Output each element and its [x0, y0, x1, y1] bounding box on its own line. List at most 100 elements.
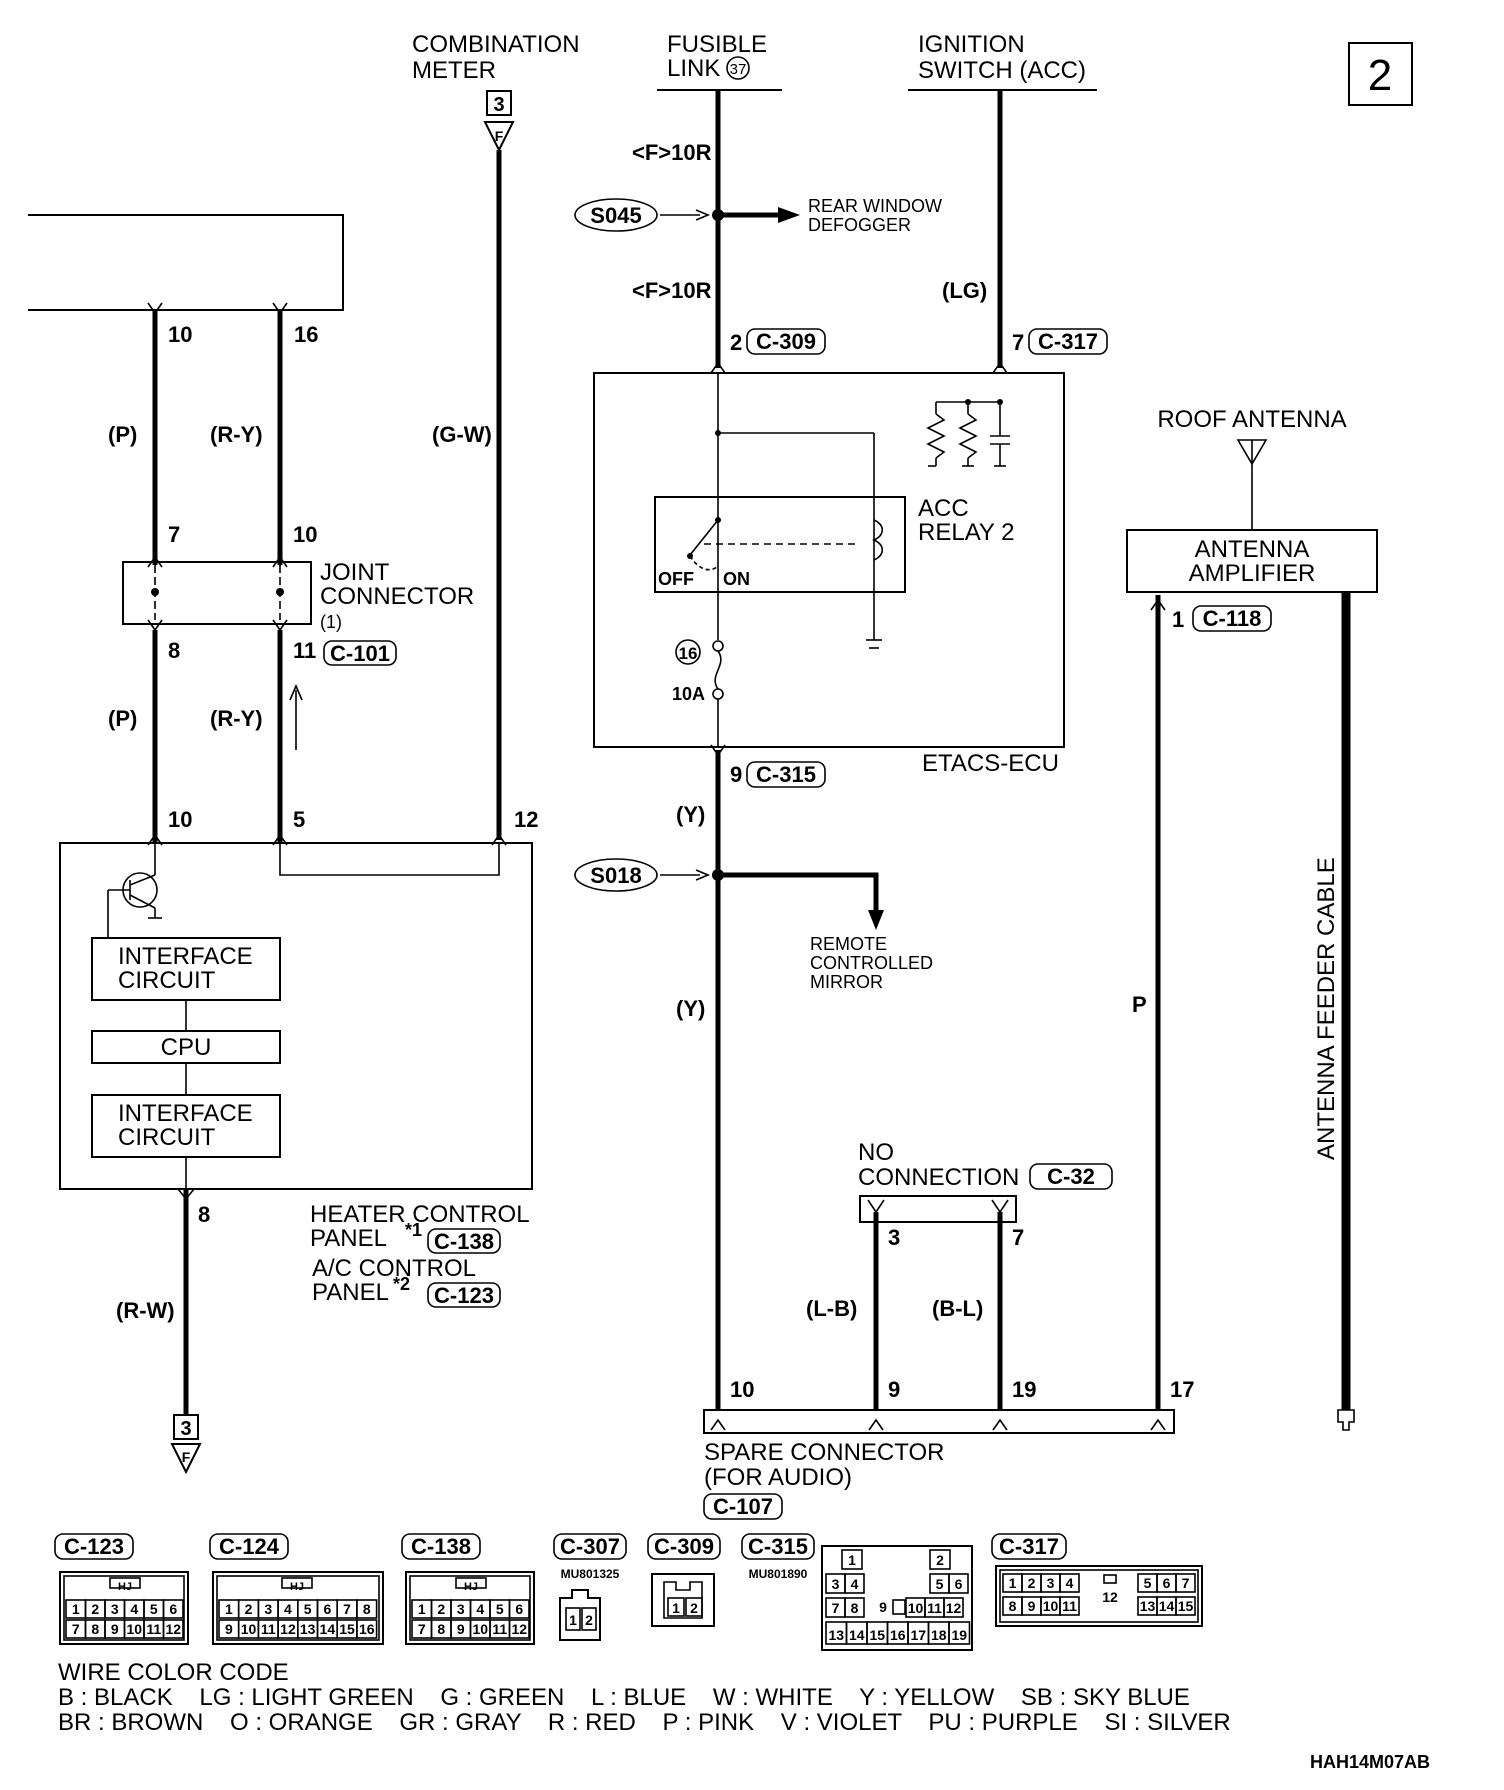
connector-pin-cell [844, 1597, 865, 1618]
conn-c317: C-317 [1038, 329, 1098, 354]
svg-text:11: 11 [293, 638, 316, 663]
ac-panel-label-1: A/C CONTROL [312, 1255, 476, 1282]
connector-pin-number: 8 [437, 1621, 445, 1637]
page-number-box [1348, 42, 1413, 106]
conn-c315: C-315 [756, 762, 816, 787]
connector-pin-cell [929, 1549, 951, 1570]
connector-pin-number: 8 [851, 1600, 859, 1616]
connector-pin-number: 11 [146, 1621, 161, 1637]
connector-pin-number: 11 [927, 1600, 942, 1616]
connector-pin-number: 1 [1009, 1575, 1017, 1591]
svg-text:HJ: HJ [118, 1581, 132, 1593]
fuse-number: 16 [679, 644, 698, 663]
connector-pin-number: 5 [1144, 1575, 1152, 1591]
connector-c307: C-307 MU801325 1 2 [553, 1533, 627, 1641]
svg-text:ANTENNA: ANTENNA [1195, 536, 1310, 563]
connector-pin-number: 13 [828, 1627, 844, 1643]
ac-panel-label-2: PANEL [312, 1279, 389, 1306]
connector-pin-cell [162, 1599, 184, 1619]
connector-pin-number: 1 [225, 1601, 233, 1617]
connector-pin-cell [1175, 1596, 1196, 1616]
connector-pin-number: 16 [890, 1627, 906, 1643]
svg-text:CIRCUIT: CIRCUIT [118, 1124, 216, 1151]
connector-pin-cell [508, 1619, 530, 1639]
relay-off-label: OFF [658, 569, 694, 589]
fuse-16 [714, 650, 722, 690]
connector-pin-number: 10 [241, 1621, 257, 1637]
connector-pin-number: 8 [363, 1601, 371, 1617]
connector-pin-number: 4 [476, 1601, 484, 1617]
conn-c138: C-138 [434, 1229, 494, 1254]
connector-pin-number: 15 [339, 1621, 355, 1637]
spare-connector-label-2: (FOR AUDIO) [704, 1464, 852, 1491]
connector-pin-number: 12 [946, 1600, 962, 1616]
remote-mirror-3: MIRROR [810, 972, 883, 992]
connector-pin-number: 5 [304, 1601, 312, 1617]
svg-text:9: 9 [888, 1377, 900, 1402]
ref-box-bottom [173, 1414, 199, 1440]
ref-triangle-bottom [170, 1443, 202, 1475]
spare-connector-label-1: SPARE CONNECTOR [704, 1439, 944, 1466]
svg-text:C-317: C-317 [999, 1534, 1059, 1559]
connector-pin-number: 6 [955, 1576, 963, 1592]
ref-triangle-top [483, 121, 515, 153]
svg-text:3: 3 [180, 1418, 191, 1440]
svg-text:C-123: C-123 [64, 1534, 124, 1559]
connector-pin-number: 4 [284, 1601, 292, 1617]
connector-pin-number: 16 [359, 1621, 375, 1637]
connector-pin-number: 7 [418, 1621, 426, 1637]
antenna-feeder-label: ANTENNA FEEDER CABLE [1313, 857, 1340, 1160]
svg-text:*2: *2 [393, 1274, 410, 1294]
splice-s045-badge [574, 198, 658, 232]
svg-text:3: 3 [888, 1225, 900, 1250]
fusible-link-label-1: FUSIBLE [667, 31, 767, 58]
wire-color-p-right: P [1132, 992, 1147, 1017]
figure-code: HAH14M07AB [1310, 1752, 1430, 1772]
svg-text:17: 17 [1170, 1377, 1194, 1402]
connector-pin-cell [844, 1573, 865, 1594]
connector-pin-number: 1 [72, 1601, 80, 1617]
heater-panel-label-2: PANEL [310, 1225, 387, 1252]
connector-pin-number: 6 [323, 1601, 331, 1617]
svg-text:F: F [495, 128, 504, 144]
combination-meter-label-1: COMBINATION [412, 31, 580, 58]
connector-pin-number: 13 [300, 1621, 316, 1637]
connector-pin-number: 7 [72, 1621, 80, 1637]
fusible-link-number-circle [726, 56, 750, 80]
connector-pin-cell [1059, 1573, 1080, 1593]
pin-10-top: 10 [168, 322, 192, 347]
conn-c32: C-32 [1047, 1164, 1095, 1189]
wire-f-10r-bottom: <F>10R [632, 278, 712, 303]
cable-terminal [1337, 1409, 1355, 1431]
svg-text:9: 9 [730, 762, 742, 787]
svg-text:C-307: C-307 [560, 1534, 620, 1559]
connector-pin-number: 3 [111, 1601, 119, 1617]
connector-pin-cell [841, 1549, 863, 1570]
svg-text:(P): (P) [108, 706, 137, 731]
remote-mirror-2: CONTROLLED [810, 953, 933, 973]
svg-text:C-138: C-138 [411, 1534, 471, 1559]
svg-text:10: 10 [293, 522, 317, 547]
connector-pin-number: 1 [418, 1601, 426, 1617]
ignition-switch-label-1: IGNITION [918, 31, 1025, 58]
svg-text:C-309: C-309 [654, 1534, 714, 1559]
joint-connector-label-1: JOINT [320, 559, 390, 586]
svg-text:1: 1 [672, 1600, 680, 1616]
joint-connector-label-3: (1) [320, 612, 342, 632]
rear-defogger-2: DEFOGGER [808, 215, 911, 235]
wire-color-g-w: (G-W) [432, 422, 492, 447]
svg-text:INTERFACE: INTERFACE [118, 1100, 253, 1127]
upper-left-component-box [28, 214, 344, 311]
connector-pin-number: 12 [280, 1621, 296, 1637]
connector-pin-number: 11 [261, 1621, 276, 1637]
connector-pin-number: 9 [225, 1621, 233, 1637]
connector-pin-number: 14 [849, 1627, 865, 1643]
heater-control-panel-box [59, 842, 533, 1190]
roof-antenna-label: ROOF ANTENNA [1157, 406, 1346, 433]
svg-text:7: 7 [1012, 330, 1024, 355]
svg-text:MU801890: MU801890 [749, 1567, 808, 1581]
connector-pin-number: 3 [832, 1576, 840, 1592]
svg-text:AMPLIFIER: AMPLIFIER [1189, 560, 1316, 587]
etacs-ecu-box [593, 372, 1065, 748]
acc-relay-label-1: ACC [918, 495, 969, 522]
